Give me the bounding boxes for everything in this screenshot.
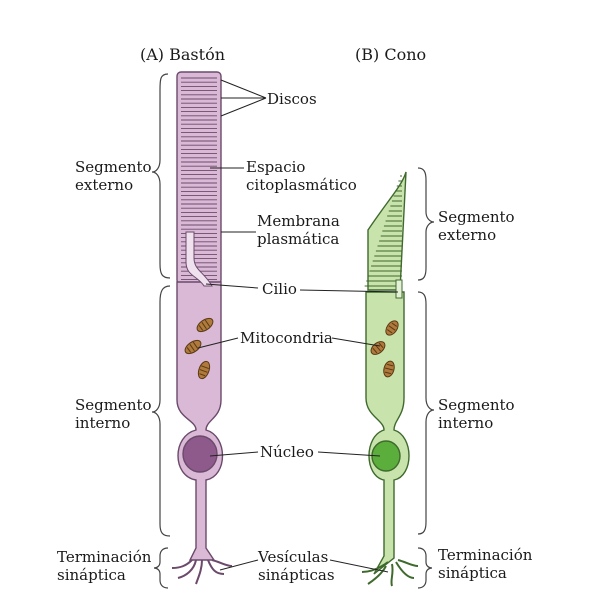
cone-cilium (395, 279, 403, 299)
left-inner-label-2: interno (75, 414, 130, 432)
right-inner-label-1: Segmento (438, 396, 515, 414)
label-espacio-2: citoplasmático (246, 176, 357, 194)
rod-mitochondria (184, 317, 214, 380)
rod-synaptic-terminal (171, 559, 233, 585)
right-inner-label-2: interno (438, 414, 493, 432)
right-term-label-2: sináptica (438, 564, 507, 582)
rod-outer-segment (176, 71, 222, 285)
rod-title: (A) Bastón (140, 45, 225, 64)
label-vesiculas-2: sinápticas (258, 566, 335, 584)
cone-synaptic-terminal (361, 559, 419, 587)
leader-lines (197, 79, 399, 573)
cone-cell (361, 171, 419, 587)
right-outer-label-2: externo (438, 226, 496, 244)
left-outer-label-2: externo (75, 176, 133, 194)
left-inner-label-1: Segmento (75, 396, 152, 414)
label-mitocondria: Mitocondria (240, 329, 333, 347)
rod-cell (171, 71, 233, 585)
left-term-brace (153, 547, 169, 589)
rod-nucleus (182, 435, 218, 473)
rod-discs (181, 77, 217, 281)
left-outer-label-1: Segmento (75, 158, 152, 176)
right-outer-label-1: Segmento (438, 208, 515, 226)
left-term-label-2: sináptica (57, 566, 126, 584)
label-discos: Discos (267, 90, 317, 108)
cone-title: (B) Cono (355, 45, 426, 64)
label-espacio-1: Espacio (246, 158, 305, 176)
cone-nucleus (371, 440, 401, 472)
right-inner-brace (417, 291, 435, 535)
label-vesiculas-1: Vesículas (257, 548, 328, 566)
rod-cilium (185, 231, 213, 287)
label-membrana-2: plasmática (257, 230, 339, 248)
cone-inner-segment (365, 291, 410, 575)
right-outer-brace (417, 167, 435, 281)
label-membrana-1: Membrana (257, 212, 340, 230)
label-nucleo: Núcleo (260, 443, 314, 461)
right-term-label-1: Terminación (438, 546, 533, 564)
left-inner-brace (151, 285, 171, 537)
label-cilio: Cilio (262, 280, 297, 298)
left-outer-brace (151, 73, 171, 279)
left-term-label-1: Terminación (57, 548, 152, 566)
right-term-brace (417, 547, 433, 589)
